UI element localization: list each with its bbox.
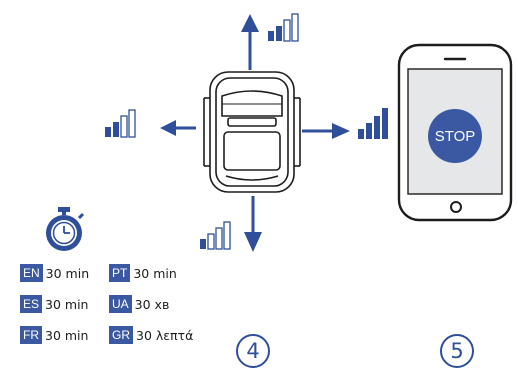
duration-value: 30 min xyxy=(45,296,89,312)
arrow-icon xyxy=(160,14,350,252)
duration-value: 30 min xyxy=(45,327,89,343)
lang-code-badge: PT xyxy=(109,264,131,282)
duration-ua: UA 30 хв xyxy=(109,295,169,313)
duration-value: 30 λεπτά xyxy=(136,327,194,343)
lang-code-badge: GR xyxy=(109,326,133,344)
duration-en: EN 30 min xyxy=(20,264,89,282)
signal-bars-icon-top xyxy=(268,13,299,42)
duration-value: 30 min xyxy=(45,265,90,281)
duration-fr: FR 30 min xyxy=(20,326,88,344)
signal-bars-icon-right xyxy=(358,108,388,139)
step-number-4: 4 xyxy=(236,334,270,368)
step-number-label: 5 xyxy=(450,339,464,363)
duration-value: 30 min xyxy=(133,265,177,281)
duration-pt: PT 30 min xyxy=(109,264,177,282)
step-number-5: 5 xyxy=(440,334,474,368)
lang-code-badge: UA xyxy=(109,295,132,313)
motion-sensor-icon xyxy=(203,71,301,193)
lang-code-badge: FR xyxy=(20,326,42,344)
stopwatch-icon xyxy=(46,207,85,251)
lang-code-badge: EN xyxy=(20,264,43,282)
lang-code-badge: ES xyxy=(20,295,43,313)
signal-bars-icon-left xyxy=(105,109,136,138)
step-number-label: 4 xyxy=(246,339,260,363)
stop-button[interactable]: STOP xyxy=(428,109,482,163)
duration-gr: GR 30 λεπτά xyxy=(109,326,193,344)
duration-es: ES 30 min xyxy=(20,295,88,313)
duration-value: 30 хв xyxy=(134,296,170,312)
signal-bars-icon-bottom xyxy=(200,221,231,250)
